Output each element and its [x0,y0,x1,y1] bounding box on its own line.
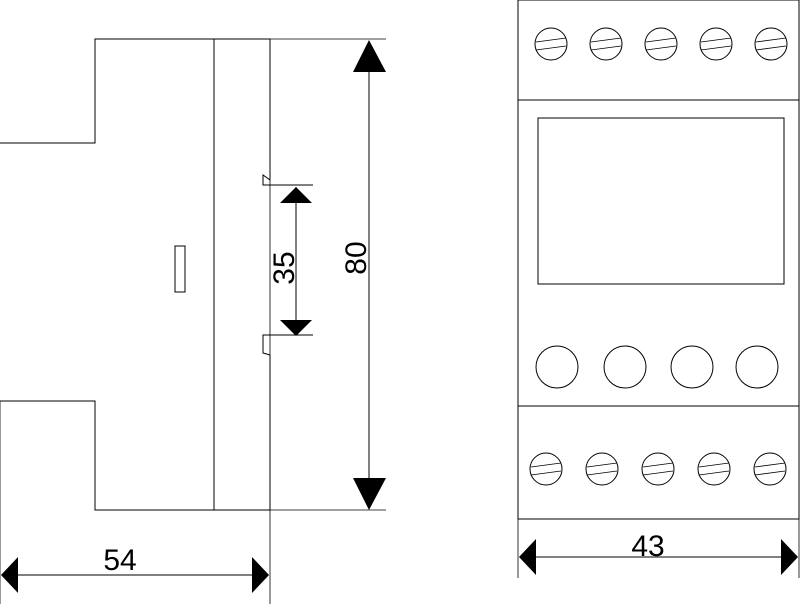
terminal-screw-icon [753,452,787,486]
width-dimension-label: 43 [631,530,664,563]
round-button [735,345,779,389]
rail-dimension-arrow-bottom [280,320,312,336]
rail-dimension: 35 [268,187,312,336]
top-terminal-row [534,27,788,61]
bottom-terminal-row [529,452,787,486]
terminal-screw-icon [641,452,675,486]
terminal-screw-icon [534,27,568,61]
rail-dimension-arrow-top [280,187,312,203]
din-rail-clip [262,174,313,356]
depth-dimension: 54 [0,401,269,604]
display-window [537,117,785,285]
depth-dimension-arrow-left [1,557,18,593]
terminal-screw-icon [697,452,731,486]
terminal-screw-icon [585,452,619,486]
button-row [535,345,779,389]
height-dimension-label: 80 [340,241,373,274]
side-view-outline [0,38,271,511]
terminal-screw-icon [644,27,678,61]
round-button [670,345,714,389]
width-dimension-arrow-left [519,539,536,575]
depth-dimension-label: 54 [103,544,136,577]
terminal-screw-icon [589,27,623,61]
height-dimension-arrow-bottom [353,478,386,510]
terminal-screw-icon [699,27,733,61]
height-dimension-arrow-top [353,40,386,72]
height-dimension: 80 [270,38,386,511]
rail-dimension-label: 35 [268,251,301,284]
width-dimension: 43 [517,519,800,578]
front-view: 43 [517,0,800,578]
terminal-screw-icon [529,452,563,486]
width-dimension-arrow-right [781,539,798,575]
front-view-outline [517,0,800,520]
round-button [535,345,579,389]
terminal-screw-icon [754,27,788,61]
side-view: 35 80 54 [0,38,386,604]
side-view-slot [174,245,186,293]
depth-dimension-arrow-right [252,557,269,593]
round-button [603,345,647,389]
